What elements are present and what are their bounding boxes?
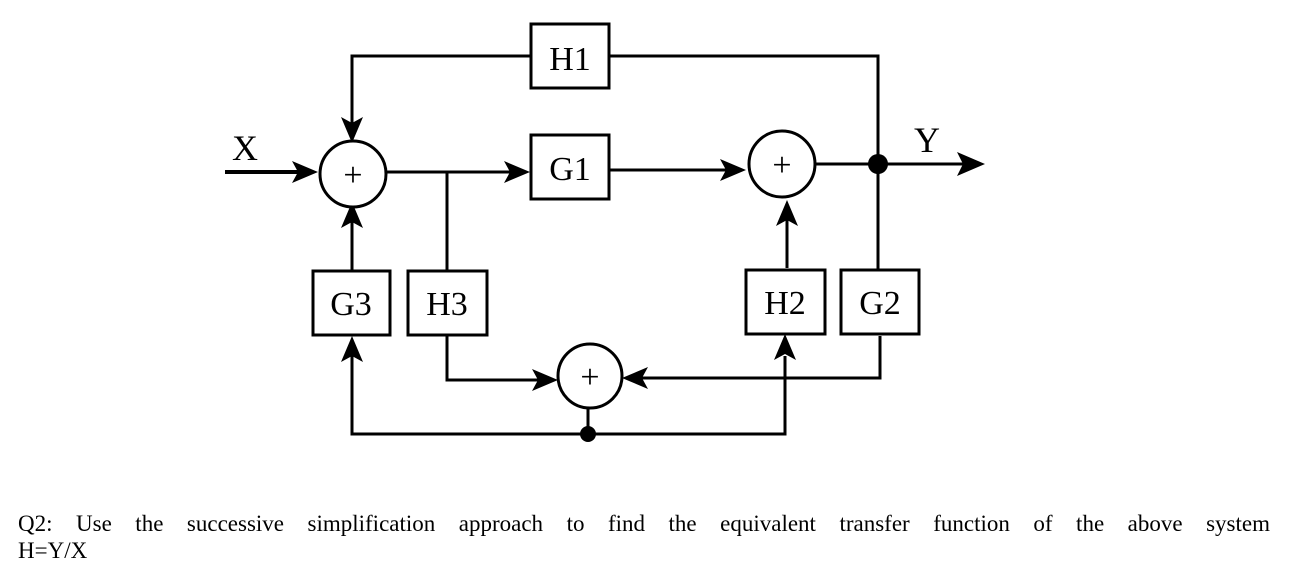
output-pickoff-node <box>868 154 888 174</box>
summing-junction-2-sign: + <box>772 147 791 184</box>
arrow-g3-s1 <box>341 202 363 228</box>
block-h2: H2 <box>744 268 827 336</box>
block-g3-label: G3 <box>330 286 372 323</box>
output-arrow <box>957 152 985 176</box>
wire-h3-s3 <box>445 334 540 382</box>
wire-g2-s3 <box>640 336 882 380</box>
summing-junction-2: + <box>747 129 817 199</box>
question-line-1: Q2: Use the successive simplification ap… <box>18 511 1270 536</box>
wire-h1-s1 <box>350 54 530 125</box>
arrow-g1-s2 <box>720 159 746 181</box>
question-text: Q2: Use the successive simplification ap… <box>18 510 1270 564</box>
block-g2-label: G2 <box>859 285 901 322</box>
output-label: Y <box>914 120 940 160</box>
arrow-loop-g3 <box>341 336 363 362</box>
summing-junction-1-sign: + <box>343 157 362 194</box>
arrow-s1-g1 <box>504 161 530 183</box>
question-line-2: H=Y/X <box>18 538 88 563</box>
arrow-loop-h2 <box>774 334 796 360</box>
wire-y-h1 <box>610 54 880 164</box>
summing-junction-3: + <box>556 342 624 410</box>
arrow-h3-s3 <box>532 369 558 391</box>
block-h2-label: H2 <box>764 285 806 322</box>
bottom-pickoff-node <box>580 426 596 442</box>
arrow-g2-s3 <box>622 367 648 389</box>
arrow-h1-s1 <box>341 117 363 143</box>
block-g1: G1 <box>529 133 611 201</box>
block-h1: H1 <box>529 22 611 90</box>
summing-junction-1: + <box>318 139 388 209</box>
block-g3: G3 <box>311 269 392 337</box>
block-h3: H3 <box>406 269 489 337</box>
block-h3-label: H3 <box>426 286 468 323</box>
block-g2: G2 <box>839 268 921 336</box>
input-arrow <box>292 161 318 183</box>
summing-junction-3-sign: + <box>580 359 599 396</box>
block-diagram: + + + H1 G1 G3 H3 H2 <box>225 22 985 442</box>
arrow-h2-s2 <box>776 200 798 226</box>
input-label: X <box>232 128 258 168</box>
wire-bottom-loop <box>350 356 787 436</box>
block-g1-label: G1 <box>549 151 591 188</box>
block-h1-label: H1 <box>549 41 591 78</box>
